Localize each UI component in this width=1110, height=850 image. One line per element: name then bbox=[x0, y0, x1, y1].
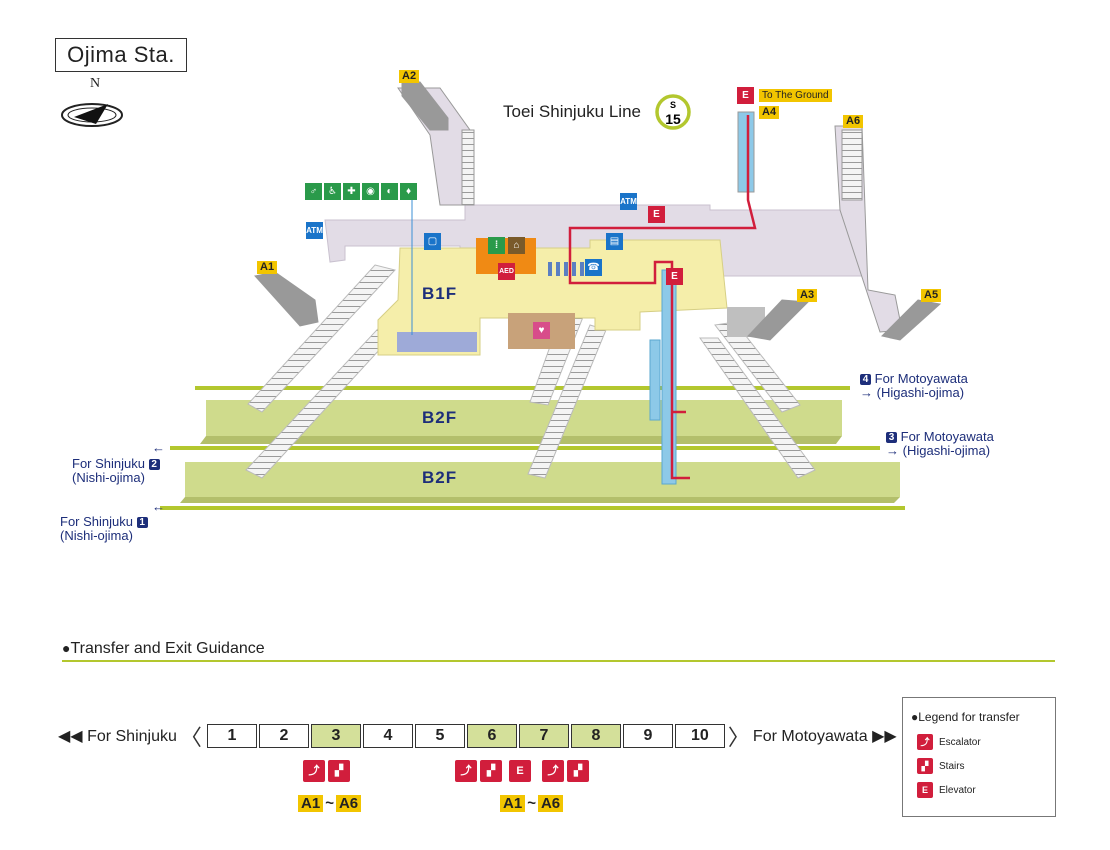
to-ground-label: To The Ground bbox=[759, 89, 832, 102]
car-3: 3 bbox=[310, 724, 361, 748]
stairs-icon: ▞ bbox=[480, 760, 502, 782]
phone-icon: ☎ bbox=[585, 259, 602, 276]
car-3-transfer-icons: ⤴ ▞ bbox=[303, 760, 350, 782]
atm-icon: ATM bbox=[306, 222, 323, 239]
child-toilet-icon: ♦ bbox=[400, 183, 417, 200]
line-code-number: 15 bbox=[665, 111, 681, 127]
platform-lower bbox=[180, 462, 900, 503]
elevator-icon: E bbox=[509, 760, 531, 782]
diaper-change-icon: ◐ bbox=[381, 183, 398, 200]
platform-upper bbox=[200, 400, 842, 444]
car-7: 7 bbox=[518, 724, 569, 748]
guide-divider bbox=[62, 660, 1055, 662]
line-name: Toei Shinjuku Line bbox=[503, 102, 641, 121]
exit-structures bbox=[254, 81, 942, 341]
car-position-row: ◀◀ For Shinjuku 〈 1 2 3 4 5 6 7 8 9 10 〉… bbox=[58, 723, 897, 750]
guide-title: ●Transfer and Exit Guidance bbox=[62, 640, 265, 657]
info-board-icon: ⁞ bbox=[488, 237, 505, 254]
floor-label-b2f-upper: B2F bbox=[422, 408, 458, 427]
exit-a2: A2 bbox=[399, 70, 420, 83]
car-6-8-transfer-icons: ⤴ ▞ E ⤴ ▞ bbox=[455, 760, 589, 782]
elevator-icon: E bbox=[666, 268, 683, 285]
left-direction: ◀◀ For Shinjuku bbox=[58, 728, 177, 745]
stairs-icon: ▞ bbox=[917, 758, 933, 774]
line-code-letter: S bbox=[670, 100, 676, 110]
ticket-machine-icon: ▤ bbox=[606, 233, 623, 250]
locker-icon: ▢ bbox=[424, 233, 441, 250]
car-10: 10 bbox=[674, 724, 725, 748]
car-1: 1 bbox=[206, 724, 257, 748]
direction-platform-2: For Shinjuku 2 (Nishi-ojima) bbox=[72, 457, 160, 485]
legend-escalator: ⤴ Escalator bbox=[917, 734, 981, 750]
legend-box: ●Legend for transfer ⤴ Escalator ▞ Stair… bbox=[902, 697, 1056, 817]
nursing-room-icon: ♥ bbox=[533, 322, 550, 339]
toilet-icon: ♂ bbox=[305, 183, 322, 200]
car-8: 8 bbox=[570, 724, 621, 748]
ticket-gates bbox=[548, 262, 584, 276]
arrow-platform-1: ← bbox=[152, 499, 165, 514]
escalator-icon: ⤴ bbox=[542, 760, 564, 782]
direction-platform-3: 3 For Motoyawata → (Higashi-ojima) bbox=[886, 429, 994, 458]
escalator-icon: ⤴ bbox=[455, 760, 477, 782]
stairs-icon: ▞ bbox=[567, 760, 589, 782]
direction-platform-1: For Shinjuku 1 (Nishi-ojima) bbox=[60, 515, 148, 543]
escalator-icon: ⤴ bbox=[917, 734, 933, 750]
accessible-route bbox=[568, 115, 757, 480]
arrow-platform-2: ← bbox=[152, 440, 165, 455]
stairs-icon: ▞ bbox=[328, 760, 350, 782]
floor-label-b1f: B1F bbox=[422, 284, 458, 303]
car-4: 4 bbox=[362, 724, 413, 748]
elevator-icon: E bbox=[917, 782, 933, 798]
north-label: N bbox=[90, 76, 101, 91]
car-6: 6 bbox=[466, 724, 517, 748]
baby-seat-icon: ◉ bbox=[362, 183, 379, 200]
station-title: Ojima Sta. bbox=[55, 38, 187, 72]
ostomate-icon: ✚ bbox=[343, 183, 360, 200]
exit-a1: A1 bbox=[257, 261, 278, 274]
car-5: 5 bbox=[414, 724, 465, 748]
direction-platform-4: 4 For Motoyawata → (Higashi-ojima) bbox=[860, 371, 968, 400]
waiting-room-icon: ⌂ bbox=[508, 237, 525, 254]
exit-a3: A3 bbox=[797, 289, 818, 302]
atm-icon: ATM bbox=[620, 193, 637, 210]
legend-stairs: ▞ Stairs bbox=[917, 758, 965, 774]
exit-a4: A4 bbox=[759, 106, 780, 119]
aed-icon: AED bbox=[498, 263, 515, 280]
legend-title: ●Legend for transfer bbox=[911, 710, 1020, 724]
car-2: 2 bbox=[258, 724, 309, 748]
legend-elevator: E Elevator bbox=[917, 782, 976, 798]
right-direction: For Motoyawata ▶▶ bbox=[752, 728, 897, 745]
elevator-icon: E bbox=[737, 87, 754, 104]
compass-icon bbox=[61, 103, 123, 127]
exit-range-car-3: A1~A6 bbox=[298, 795, 362, 812]
exit-a6: A6 bbox=[843, 115, 864, 128]
chevron-left-icon: 〈 bbox=[179, 725, 202, 750]
escalator-icon: ⤴ bbox=[303, 760, 325, 782]
concourse-b1f bbox=[324, 204, 863, 356]
wheelchair-icon: ♿ bbox=[324, 183, 341, 200]
exit-range-car-6-8: A1~A6 bbox=[500, 795, 564, 812]
floor-label-b2f-lower: B2F bbox=[422, 468, 458, 487]
elevator-icon: E bbox=[648, 206, 665, 223]
line-badge: S 15 bbox=[655, 94, 691, 130]
exit-a5: A5 bbox=[921, 289, 942, 302]
chevron-right-icon: 〉 bbox=[727, 725, 750, 750]
car-9: 9 bbox=[622, 724, 673, 748]
